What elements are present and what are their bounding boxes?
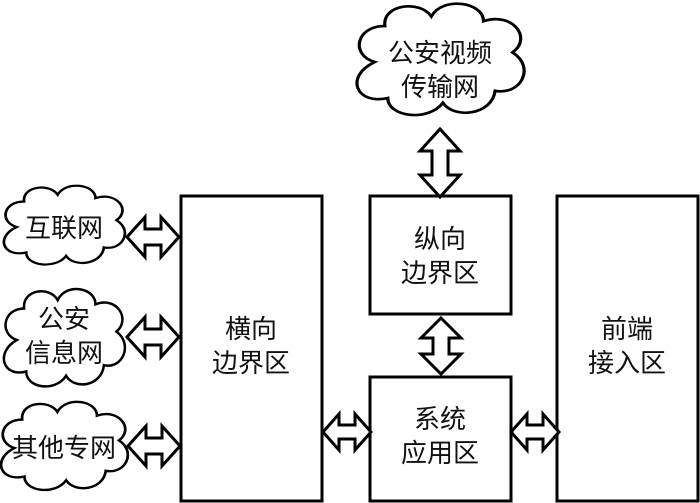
label-system-app-line1: 系统 xyxy=(414,405,466,435)
double-arrow-system-to-front xyxy=(508,410,562,454)
label-vertical-boundary-line2: 边界区 xyxy=(401,259,479,289)
double-arrow-horizontal-to-system xyxy=(320,410,374,454)
vertical-boundary-box xyxy=(368,194,513,316)
label-video-network-line1: 公安视频 xyxy=(388,39,492,69)
double-arrow-police-to-horizontal xyxy=(124,313,182,361)
double-arrow-other-to-horizontal xyxy=(125,422,183,470)
label-front-access-line2: 接入区 xyxy=(588,349,666,379)
label-vertical-boundary-line1: 纵向 xyxy=(414,225,466,255)
cloud-police-info xyxy=(2,287,127,388)
system-app-box xyxy=(368,375,513,503)
label-video-network-line2: 传输网 xyxy=(401,73,479,103)
double-arrow-video-to-vertical xyxy=(416,126,464,200)
label-other-private: 其他专网 xyxy=(12,434,116,464)
label-police-info-line2: 信息网 xyxy=(25,339,103,369)
double-arrow-internet-to-horizontal xyxy=(124,213,182,261)
front-access-box xyxy=(555,194,700,503)
label-front-access-line1: 前端 xyxy=(601,315,653,345)
label-system-app-line2: 应用区 xyxy=(401,439,479,469)
horizontal-boundary-box xyxy=(179,194,324,503)
label-internet: 互联网 xyxy=(25,214,103,244)
label-horizontal-boundary-line1: 横向 xyxy=(225,315,277,345)
label-police-info-line1: 公安 xyxy=(38,305,90,335)
double-arrow-vertical-to-system xyxy=(417,315,465,377)
label-horizontal-boundary-line2: 边界区 xyxy=(212,349,290,379)
